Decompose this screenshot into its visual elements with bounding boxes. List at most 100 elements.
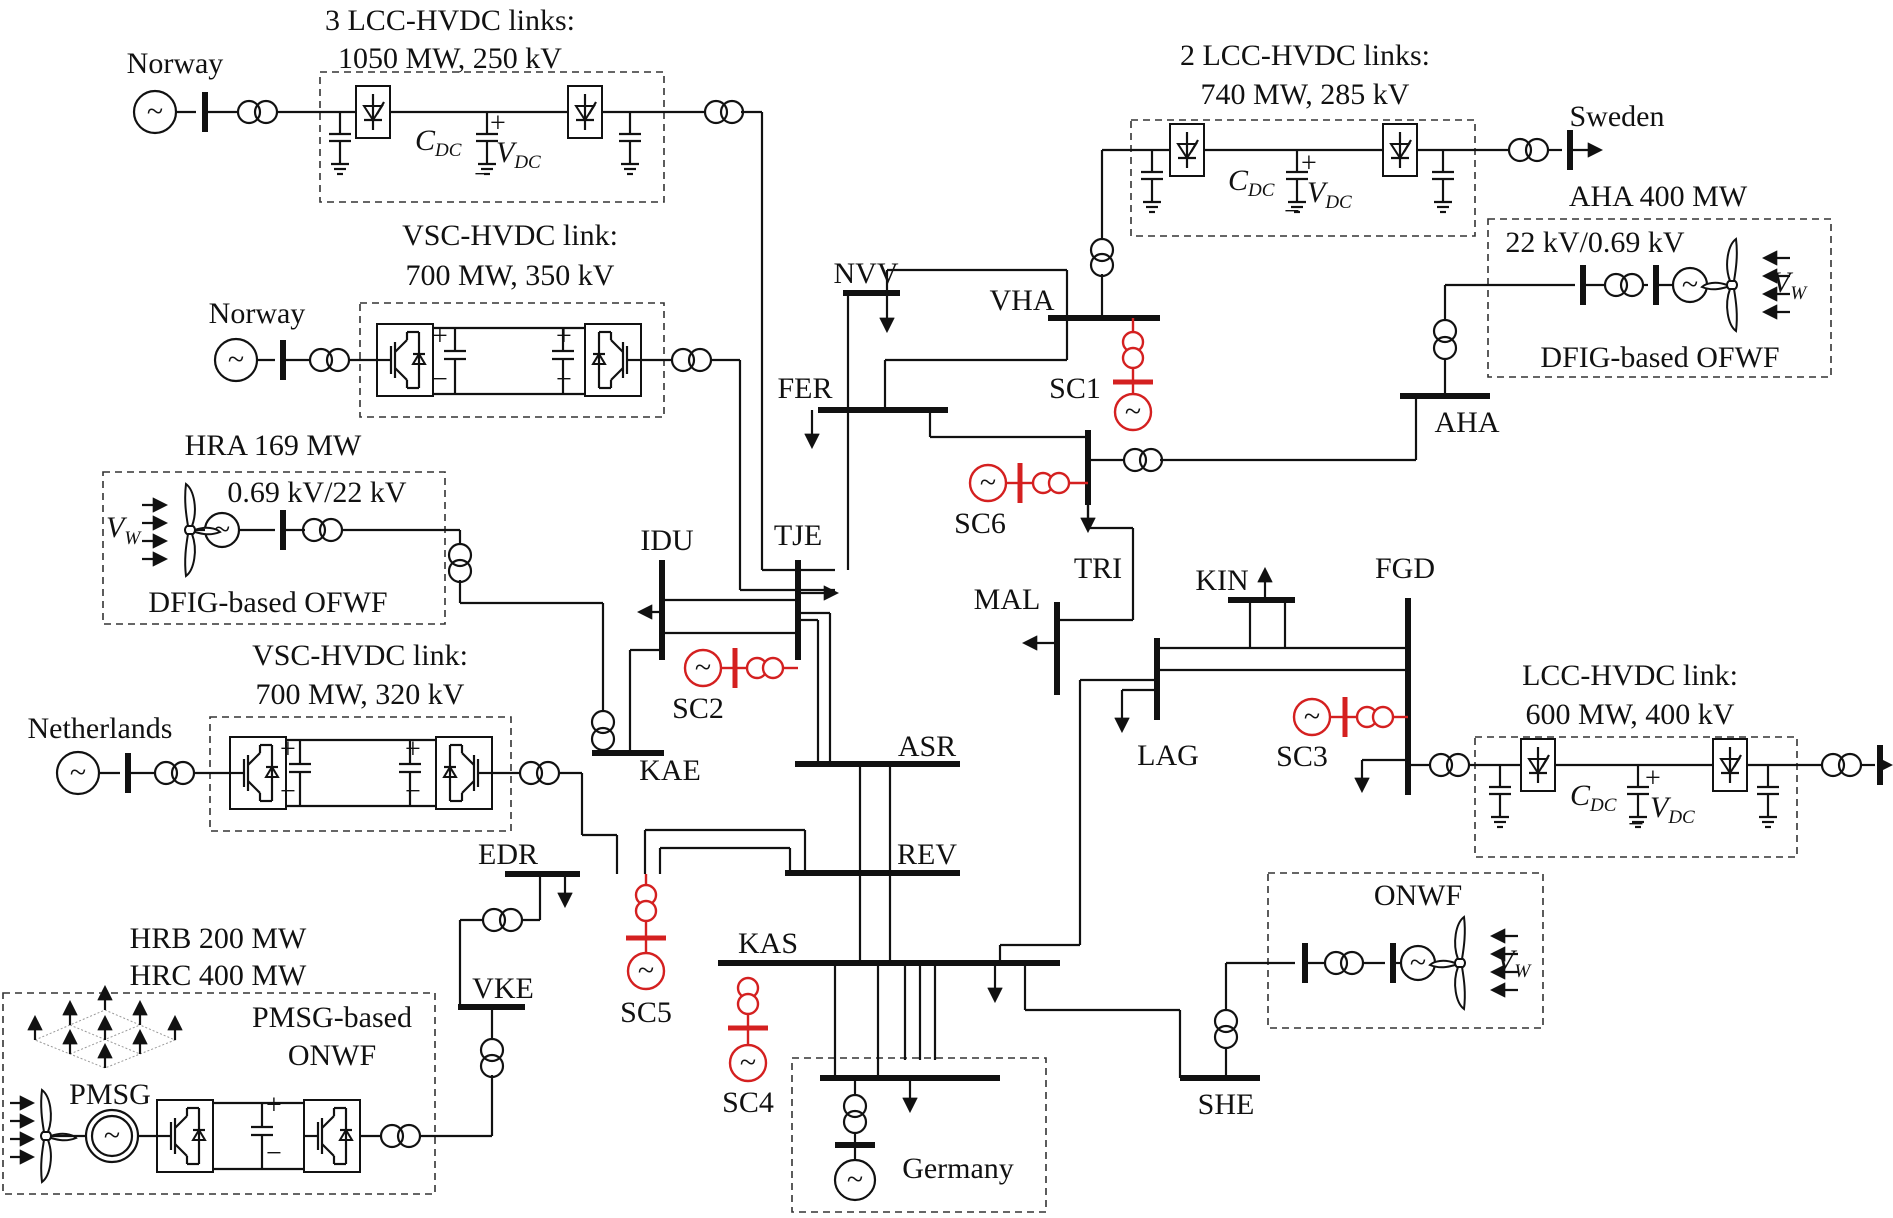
svg-text:+: + [1301,148,1317,179]
bus-label-kin: KIN [1195,564,1248,597]
vsc-norway-converters [375,322,643,398]
pmsg-converters [155,1098,362,1174]
vw-label-aha: VW [1772,266,1808,304]
pmsg-type-line1: PMSG-based [252,1001,412,1034]
bus-label-she: SHE [1198,1088,1255,1121]
svg-text:+: + [280,734,296,765]
vsc-netherlands-converters [228,735,494,811]
sc2-label: SC2 [672,692,724,725]
norway-label-2: Norway [209,297,306,330]
vsc-norway-title: VSC-HVDC link: [402,219,618,252]
svg-text:+: + [432,321,448,352]
hrb-title: HRB 200 MW [130,922,307,955]
svg-text:~: ~ [1125,395,1141,428]
bus-label-tje: TJE [774,519,822,552]
synchronous-condenser-sc2: ~ [683,648,798,688]
svg-text:−: − [556,364,572,395]
bus-label-nvv: NVV [834,257,899,290]
svg-text:~: ~ [980,466,996,499]
svg-text:~: ~ [847,1163,863,1196]
bus-label-fgd: FGD [1375,552,1435,585]
pmsg-label: PMSG [69,1078,151,1111]
network-wires [100,92,1893,1171]
norway-label-1: Norway [127,47,224,80]
bus-label-kae: KAE [639,754,701,787]
wind-turbine-icon [40,238,1738,1183]
svg-text:+: + [1645,763,1661,794]
svg-text:~: ~ [1682,268,1698,301]
vw-label-hra: VW [106,511,142,549]
svg-text:~: ~ [740,1046,756,1079]
svg-text:−: − [1284,196,1300,227]
hra-title: HRA 169 MW [185,429,362,462]
synchronous-condenser-sc1: ~ [1113,318,1153,432]
vsc-norway-rating: 700 MW, 350 kV [406,259,615,292]
svg-text:−: − [1628,809,1644,840]
svg-text:−: − [474,159,490,190]
lcc-norway-title: 3 LCC-HVDC links: [325,4,575,37]
vdc-label-1: VDC [496,136,541,173]
bus-label-edr: EDR [478,838,538,871]
lcc-sweden-title: 2 LCC-HVDC links: [1180,39,1430,72]
germany-label: Germany [902,1152,1014,1185]
sc1-label: SC1 [1049,372,1101,405]
svg-text:−: − [432,364,448,395]
onwf-box [1267,872,1544,1029]
svg-text:~: ~ [104,1119,120,1152]
bus-label-vha: VHA [990,284,1055,317]
svg-text:~: ~ [70,756,86,789]
onwf-title: ONWF [1374,879,1462,912]
wind-arrows [10,250,1790,1165]
bus-label-asr: ASR [898,730,956,763]
lcc-norway-box [319,71,665,203]
bus-label-rev: REV [897,838,957,871]
bus-label-vke: VKE [472,972,534,1005]
aha-type: DFIG-based OFWF [1540,341,1779,374]
svg-text:~: ~ [214,513,230,546]
svg-text:~: ~ [147,95,163,128]
lcc-germany-title: LCC-HVDC link: [1522,659,1738,692]
cdc-label-2: CDC [1228,164,1275,201]
bus-label-aha: AHA [1435,406,1500,439]
aha-title: AHA 400 MW [1569,180,1748,213]
hra-wind-farm-box [102,471,446,625]
buses [458,290,1490,1081]
sc5-label: SC5 [620,996,672,1029]
synchronous-condenser-sc5: ~ [626,874,666,991]
svg-text:~: ~ [638,954,654,987]
svg-text:~: ~ [1304,700,1320,733]
synchronous-condenser-sc4: ~ [728,976,768,1083]
hra-type: DFIG-based OFWF [148,586,387,619]
lcc-sweden-box [1130,119,1476,237]
bus-label-tri: TRI [1074,552,1122,585]
svg-text:−: − [405,776,421,807]
vsc-netherlands-rating: 700 MW, 320 kV [256,678,465,711]
sweden-label: Sweden [1570,100,1665,133]
synchronous-condenser-sc6: ~ [968,463,1088,503]
vdc-label-3: VDC [1650,791,1695,828]
synchronous-condenser-sc3: ~ [1292,697,1408,737]
hrb-wind-farm-box [2,992,436,1195]
netherlands-label: Netherlands [28,712,173,745]
lcc-norway-rating: 1050 MW, 250 kV [338,42,562,75]
aha-wind-farm-box [1487,218,1832,378]
sc3-label: SC3 [1276,740,1328,773]
vdc-label-2: VDC [1307,176,1352,213]
bus-label-mal: MAL [974,583,1041,616]
sc4-label: SC4 [722,1086,774,1119]
svg-text:−: − [266,1138,282,1169]
svg-text:~: ~ [228,343,244,376]
svg-text:~: ~ [695,651,711,684]
bus-label-fer: FER [777,372,832,405]
svg-text:−: − [280,776,296,807]
lcc-sweden-rating: 740 MW, 285 kV [1201,78,1410,111]
bus-label-kas: KAS [738,927,798,960]
germany-box [791,1057,1047,1213]
svg-text:~: ~ [1410,946,1426,979]
hrc-title: HRC 400 MW [130,959,307,992]
lcc-germany-box [1474,736,1798,858]
bus-label-idu: IDU [640,524,694,557]
cdc-label-1: CDC [415,124,462,161]
vsc-netherlands-title: VSC-HVDC link: [252,639,468,672]
